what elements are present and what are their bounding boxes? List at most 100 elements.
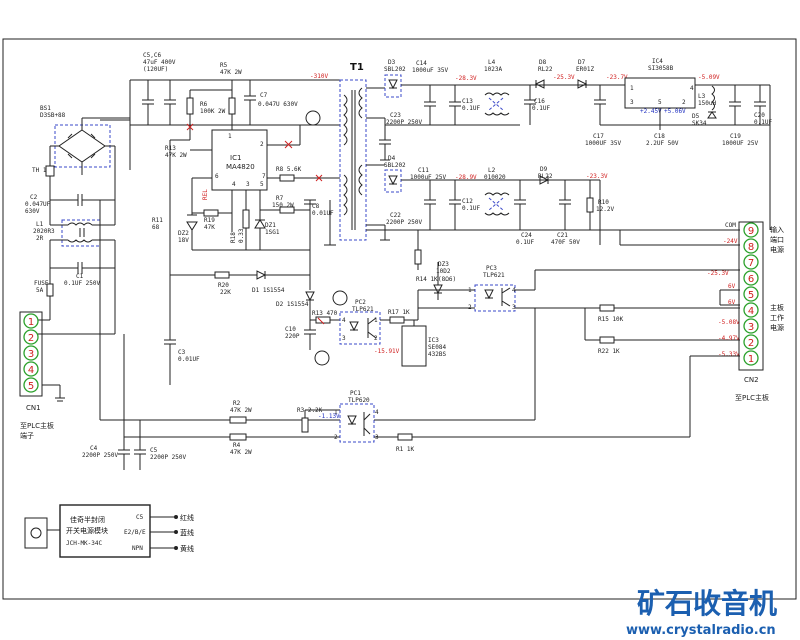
label-r6: R6 [200,101,208,108]
svg-text:3: 3 [28,349,34,360]
label-c11: C11 [418,167,429,174]
cn1-pin-5 [23,377,39,393]
voltage-v2: -25.3V [553,74,575,81]
label-module-line3: JCH-MK-34C [66,540,103,547]
capacitor-c7 [244,80,256,125]
label-rel: REL [202,189,209,200]
label-c13: C13 [462,98,473,105]
label-r15: R15 10K [598,316,624,323]
label-l1: L1 [36,221,44,228]
label-dz3-val2: (8Ω6) [438,276,456,283]
label-d9-val: RL22 [538,173,553,180]
label-d8-val: RL22 [538,66,553,73]
label-r7: R7 [276,195,284,202]
label-c19: C19 [730,133,741,140]
capacitor-c3 [164,275,176,385]
connector-cn1: 1 2 3 4 5 [19,311,43,397]
label-side-power2: 电源 [770,323,784,332]
svg-text:5: 5 [260,181,264,188]
label-cn1: CN1 [26,404,41,412]
label-c22: C22 [390,212,401,219]
label-pc3: PC3 [486,265,497,272]
capacitor-c5-bottom [134,420,146,470]
label-d8: D8 [539,59,547,66]
svg-text:1: 1 [28,317,34,328]
svg-text:7: 7 [748,258,754,269]
label-d4-val: SBL202 [384,162,406,169]
label-c23-val: 2200P 250V [386,119,423,126]
label-r2-val: 47K 2W [230,407,252,414]
label-module-line1: 佳奇半封闭 [70,515,105,524]
label-r4-val: 47K 2W [230,449,252,456]
cn1-pin-2 [23,329,39,345]
svg-text:3: 3 [246,181,250,188]
voltage-cn2-v3: -5.08V [718,319,740,326]
capacitor-c24 [514,180,526,230]
label-pc1: PC1 [350,390,361,397]
diode-d4 [384,169,402,193]
label-c20: C20 [754,112,765,119]
inductor-l1 [49,200,116,247]
label-c12-val: 0.1UF [462,205,480,212]
capacitor-c21 [559,180,571,230]
voltage-v5: -23.3V [586,173,608,180]
label-cn2-desc: 至PLC主板 [735,393,769,402]
test-point-1 [305,110,321,126]
label-bs1-val: D3SB+88 [40,112,66,119]
capacitor-c17 [594,85,606,125]
label-cn1-desc2: 端子 [20,431,34,440]
svg-text:3: 3 [512,304,516,311]
label-r2: R2 [233,400,241,407]
resistor-r6 [186,89,232,125]
label-c17-val: 1000UF 35V [585,140,622,147]
capacitor-c16 [524,85,536,125]
label-c1-val: 0.1UF 250V [64,280,101,287]
svg-text:4: 4 [690,85,694,92]
inductor-l2 [484,192,510,216]
label-c7-val: 0.047U 630V [258,101,298,108]
label-d1: D1 1S1554 [252,287,285,294]
label-c5b-val: 2200P 250V [150,454,187,461]
label-ic3-part2: 432BS [428,351,446,358]
capacitor-c2 [50,194,115,206]
ic3 [401,320,427,367]
svg-text:4: 4 [748,306,754,317]
svg-text:2: 2 [260,141,264,148]
voltage-ic4-b: +5.06V [664,108,686,115]
label-c21: C21 [557,232,568,239]
resistor-r20 [214,271,230,279]
watermark-url: www.crystalradio.cn [626,623,776,638]
label-c5c6: C5,C6 [143,52,161,59]
label-d2: D2 1S1554 [276,301,309,308]
svg-text:3: 3 [630,99,634,106]
label-side-input: 输入 [770,225,784,234]
label-r13-val: 47K 2W [165,152,187,159]
label-r20: R20 [218,282,229,289]
diode-d3 [384,74,402,98]
test-point-2 [332,290,348,306]
voltage-pc1: -1.13V [318,413,340,420]
voltage-v4: -5.09V [698,74,720,81]
label-d5: D5 [692,113,700,120]
svg-text:2: 2 [374,335,378,342]
label-ic4: IC4 [652,58,663,65]
label-c5c6-val: 47uF 400V [143,59,176,66]
label-c7: C7 [260,92,268,99]
label-r19: R19 [204,217,215,224]
diode-d2 [305,291,315,302]
label-pc2-val: TLP621 [352,306,374,313]
label-fuse: FUSE [34,280,49,287]
label-c20-val: 0.1UF [754,119,772,126]
capacitor-c12 [449,180,461,230]
label-wire-blue: 蓝线 [180,528,194,537]
label-ic3-part: SE084 [428,344,446,351]
svg-text:5: 5 [658,99,662,106]
label-c24: C24 [521,232,532,239]
label-c16: C16 [534,98,545,105]
resistor-r1 [397,433,413,441]
label-c12: C12 [462,198,473,205]
capacitor-c14 [424,85,436,125]
label-c10: C10 [285,326,296,333]
svg-text:4: 4 [28,365,34,376]
